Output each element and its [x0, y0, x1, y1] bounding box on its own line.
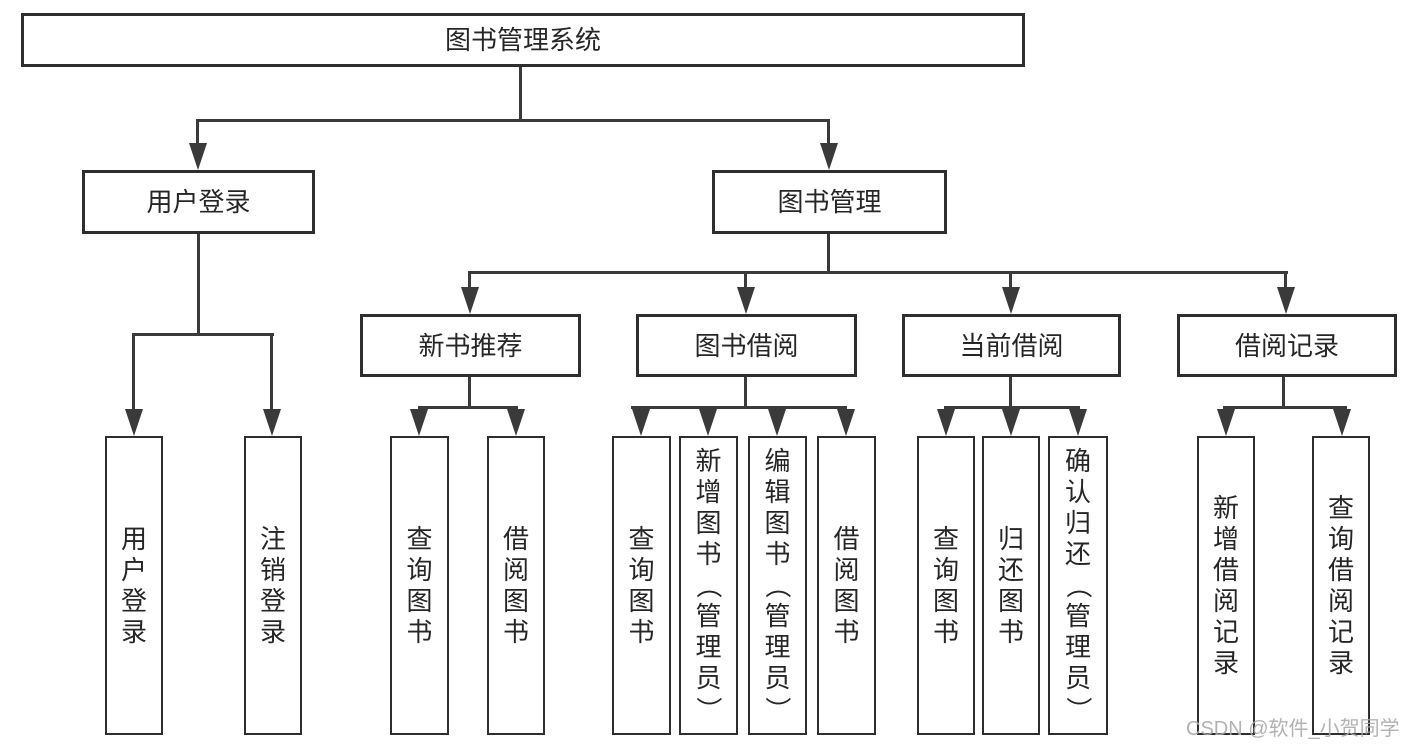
arrow-head-leaf-login — [125, 409, 143, 436]
leaf-query-books-current: 查询图书 — [917, 436, 975, 735]
node-user-login: 用户登录 — [82, 170, 315, 234]
leaf-confirm-return-admin: 确认归还（管理员） — [1048, 436, 1108, 735]
connector-book-mgmt-stem — [827, 234, 830, 273]
arrow-head-g4-leaf2 — [1333, 409, 1351, 436]
node-root-label: 图书管理系统 — [444, 25, 601, 55]
connector-user-login-hline — [132, 333, 274, 336]
node-new-book-recommend: 新书推荐 — [360, 314, 581, 377]
leaf-add-borrow-record: 新增借阅记录 — [1197, 436, 1255, 735]
node-book-borrow: 图书借阅 — [636, 314, 857, 377]
arrow-head-book-borrow — [737, 287, 755, 314]
watermark: CSDN @软件_小贺同学 — [1186, 718, 1400, 740]
connector-borrow-records-shaft — [1284, 271, 1287, 291]
connector-current-borrow-shaft — [1009, 271, 1012, 291]
arrow-head-g3-leaf1 — [937, 409, 955, 436]
connector-g2-hline — [631, 406, 847, 409]
connector-g3-hline — [944, 406, 1080, 409]
connector-leaf-logout-shaft — [270, 333, 273, 411]
leaf-user-login: 用户登录 — [105, 436, 163, 735]
connector-level3-hline — [468, 271, 1288, 274]
connector-g4-hline — [1223, 406, 1347, 409]
leaf-borrow-books-recommend: 借阅图书 — [487, 436, 545, 735]
connector-level1-hline — [196, 119, 830, 122]
arrow-head-user-login — [189, 143, 207, 170]
leaf-query-books-borrow: 查询图书 — [612, 436, 671, 735]
arrow-head-leaf-logout — [263, 409, 281, 436]
connector-g2-stem — [744, 377, 747, 408]
leaf-return-book: 归还图书 — [982, 436, 1040, 735]
arrow-head-g3-leaf3 — [1069, 409, 1087, 436]
connector-user-login-stem — [197, 234, 200, 335]
arrow-head-g3-leaf2 — [1002, 409, 1020, 436]
node-book-management: 图书管理 — [712, 170, 947, 234]
leaf-logout: 注销登录 — [244, 436, 302, 735]
node-new-book-recommend-label: 新书推荐 — [418, 330, 523, 361]
connector-book-borrow-shaft — [744, 271, 747, 291]
connector-new-books-shaft — [468, 271, 471, 291]
node-borrow-records: 借阅记录 — [1177, 314, 1397, 377]
node-user-login-label: 用户登录 — [146, 187, 251, 217]
arrow-head-new-books — [461, 287, 479, 314]
arrow-head-g2-leaf1 — [632, 409, 650, 436]
connector-g4-stem — [1282, 377, 1285, 408]
arrow-head-g4-leaf1 — [1217, 409, 1235, 436]
arrow-head-current-borrow — [1002, 287, 1020, 314]
leaf-query-borrow-record: 查询借阅记录 — [1312, 436, 1370, 735]
connector-book-mgmt-shaft — [827, 119, 830, 148]
connector-g1-stem — [468, 377, 471, 408]
leaf-edit-book-admin: 编辑图书（管理员） — [748, 436, 807, 735]
arrow-head-book-mgmt — [820, 143, 838, 170]
connector-root-stem — [519, 66, 522, 121]
leaf-add-book-admin: 新增图书（管理员） — [679, 436, 738, 735]
node-book-borrow-label: 图书借阅 — [694, 330, 799, 361]
connector-g3-stem — [1009, 377, 1012, 408]
node-current-borrow: 当前借阅 — [902, 314, 1121, 377]
arrow-head-borrow-records — [1277, 287, 1295, 314]
connector-g1-hline — [418, 406, 518, 409]
arrow-head-g1-leaf2 — [507, 409, 525, 436]
arrow-head-g1-leaf1 — [410, 409, 428, 436]
node-current-borrow-label: 当前借阅 — [959, 330, 1064, 361]
leaf-borrow-books-borrow: 借阅图书 — [817, 436, 876, 735]
arrow-head-g2-leaf4 — [837, 409, 855, 436]
arrow-head-g2-leaf2 — [699, 409, 717, 436]
leaf-query-books-recommend: 查询图书 — [390, 436, 449, 735]
node-book-management-label: 图书管理 — [777, 187, 882, 217]
connector-user-login-shaft — [196, 119, 199, 148]
node-root: 图书管理系统 — [21, 13, 1025, 67]
connector-leaf-login-shaft — [132, 333, 135, 411]
node-borrow-records-label: 借阅记录 — [1234, 330, 1339, 361]
arrow-head-g2-leaf3 — [768, 409, 786, 436]
